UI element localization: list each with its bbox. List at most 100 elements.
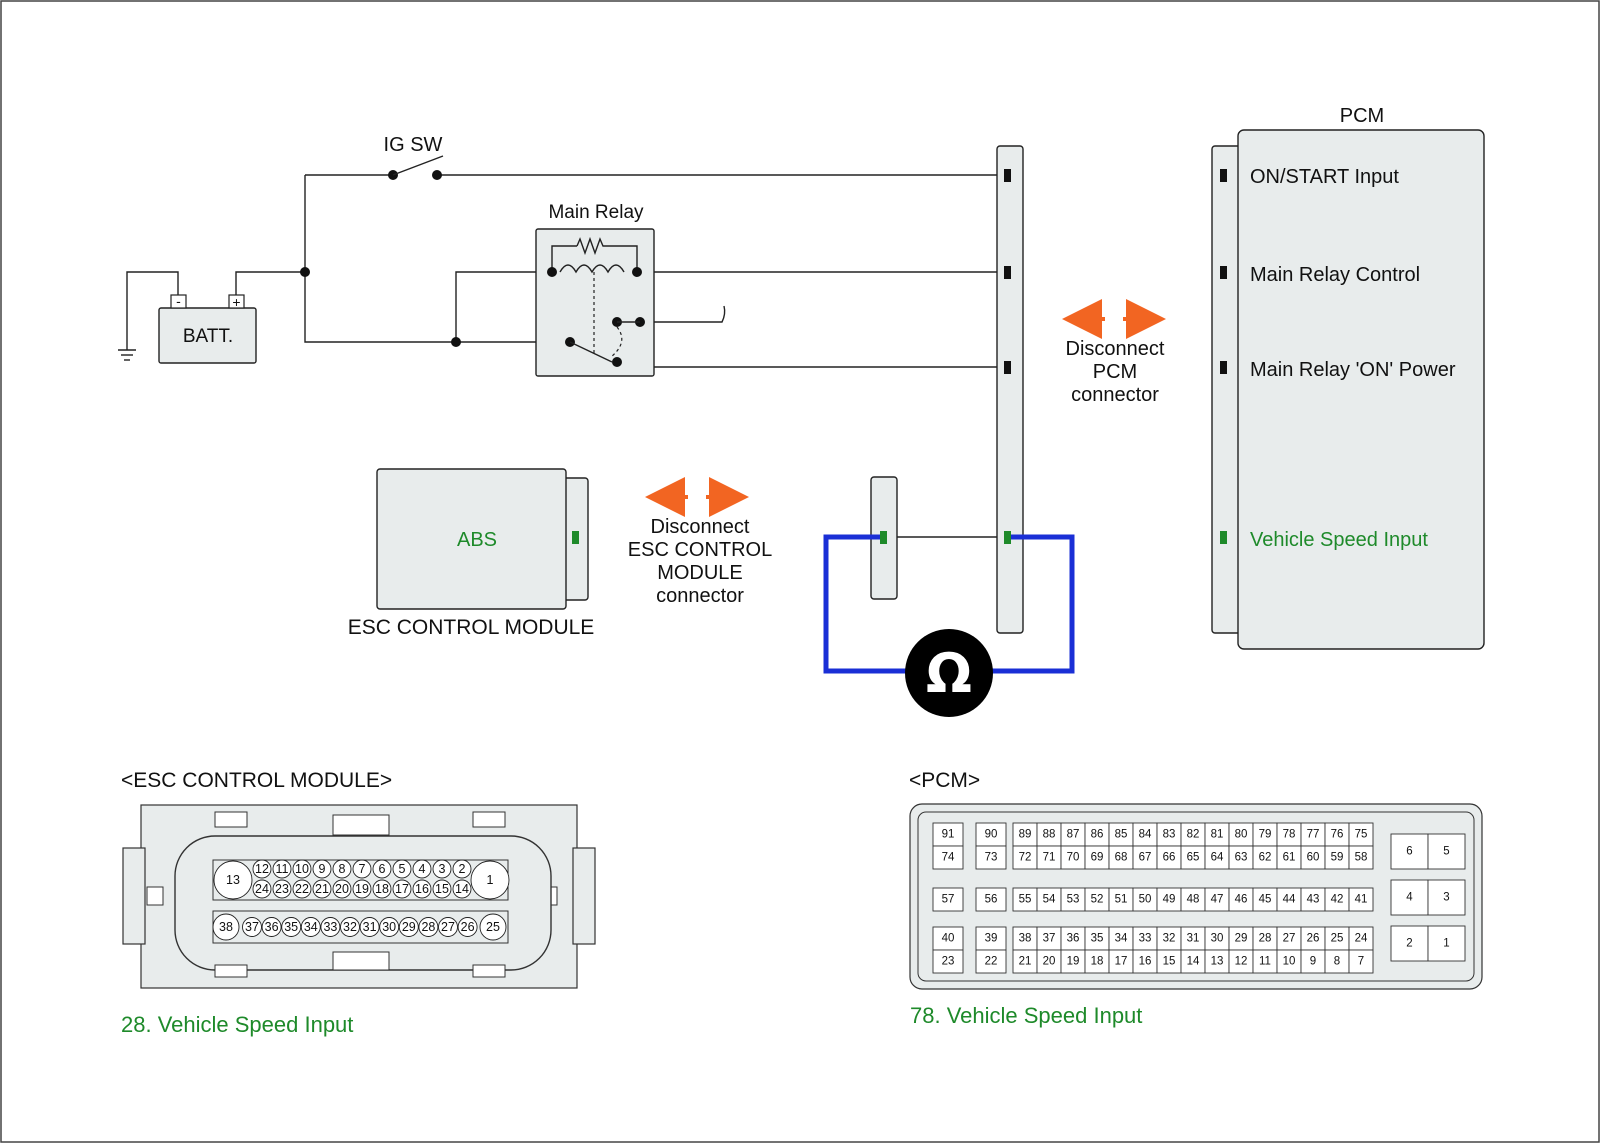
pcm-pin-label: 2 — [1406, 938, 1412, 950]
esc-pin-label: 4 — [419, 862, 426, 876]
esc-pin-label: 29 — [402, 920, 416, 934]
pcm-harness-connector — [996, 145, 1024, 634]
pcm-input-on-start: ON/START Input — [1250, 166, 1399, 188]
esc-pin — [272, 879, 292, 899]
pcm-pin-label: 28 — [1259, 933, 1272, 945]
esc-pin-label: 12 — [255, 862, 269, 876]
esc-pin-label: 23 — [275, 882, 289, 896]
pcm-pin-label: 15 — [1163, 956, 1176, 968]
pcm-pin-label: 14 — [1187, 956, 1200, 968]
pcm-connector-caption: 78. Vehicle Speed Input — [910, 1003, 1142, 1028]
pcm-pin-label: 64 — [1211, 852, 1224, 864]
esc-pin-label: 32 — [343, 920, 357, 934]
main-relay: Main Relay — [535, 202, 655, 377]
pcm-pin-label: 16 — [1139, 956, 1152, 968]
esc-pin-label: 36 — [265, 920, 279, 934]
pcm-title: PCM — [1340, 105, 1384, 127]
battery-pos-label: + — [232, 294, 240, 310]
esc-pin — [252, 859, 272, 879]
esc-pin — [300, 917, 321, 937]
esc-pin — [312, 859, 332, 879]
esc-pin — [352, 859, 372, 879]
svg-text:Disconnect: Disconnect — [1066, 338, 1165, 360]
pcm-pin-label: 33 — [1139, 933, 1152, 945]
esc-pin-label: 7 — [359, 862, 366, 876]
pcm-pin-label: 82 — [1187, 829, 1200, 841]
esc-connector-title: <ESC CONTROL MODULE> — [121, 769, 392, 792]
esc-pin — [272, 859, 292, 879]
pcm-pin-label: 22 — [985, 956, 998, 968]
esc-pin-label: 27 — [441, 920, 455, 934]
esc-pin — [470, 860, 510, 900]
pcm-pin — [1427, 833, 1466, 870]
esc-pin-label: 38 — [219, 920, 233, 934]
esc-pin-label: 16 — [415, 882, 429, 896]
pcm-pin-label: 68 — [1115, 852, 1128, 864]
pcm-pin-label: 9 — [1310, 956, 1316, 968]
pcm-pin-label: 76 — [1331, 829, 1344, 841]
pcm-pin-label: 24 — [1355, 933, 1368, 945]
pcm-pin-label: 72 — [1019, 852, 1032, 864]
pcm-pin-label: 78 — [1283, 829, 1296, 841]
pcm-pin-label: 30 — [1211, 933, 1224, 945]
pcm-pin-label: 43 — [1307, 894, 1320, 906]
esc-pin-label: 11 — [276, 862, 289, 876]
pcm-pin-label: 1 — [1443, 938, 1449, 950]
esc-pin-label: 21 — [315, 882, 329, 896]
pcm-pin-label: 36 — [1067, 933, 1080, 945]
esc-pin-label: 2 — [459, 862, 466, 876]
junction-dot — [451, 337, 461, 347]
pcm-pin-label: 71 — [1043, 852, 1056, 864]
esc-inner-label: ABS — [457, 529, 497, 551]
esc-pin — [432, 879, 452, 899]
pcm-pin-label: 20 — [1043, 956, 1056, 968]
esc-pin-label: 15 — [435, 882, 449, 896]
pcm-pin — [1348, 949, 1374, 974]
pcm-pin-label: 12 — [1235, 956, 1248, 968]
esc-pin-label: 9 — [319, 862, 326, 876]
pcm-pin-label: 67 — [1139, 852, 1152, 864]
pcm-pin-label: 41 — [1355, 894, 1368, 906]
pcm-pin-label: 25 — [1331, 933, 1344, 945]
svg-text:connector: connector — [656, 585, 744, 607]
esc-pin — [379, 917, 400, 937]
esc-pin — [438, 917, 458, 937]
esc-pin — [418, 917, 439, 937]
pcm-pin-label: 34 — [1115, 933, 1128, 945]
pcm-pin — [932, 949, 964, 974]
esc-pin-label: 33 — [323, 920, 337, 934]
pcm-pin-label: 87 — [1067, 829, 1080, 841]
pcm-pin-label: 85 — [1115, 829, 1128, 841]
pcm-pin-label: 40 — [942, 933, 955, 945]
esc-control-module: ABS ESC CONTROL MODULE — [348, 468, 594, 639]
esc-pin — [412, 859, 432, 879]
pcm-pin-label: 44 — [1283, 894, 1296, 906]
esc-pin — [457, 917, 478, 937]
pcm-pin-label: 84 — [1139, 829, 1152, 841]
esc-pin — [479, 913, 507, 941]
pcm-pin-label: 81 — [1211, 829, 1224, 841]
pcm-pin-label: 50 — [1139, 894, 1152, 906]
pcm-pin — [975, 845, 1007, 870]
pcm-pin-label: 79 — [1259, 829, 1272, 841]
esc-pin-label: 28 — [421, 920, 435, 934]
esc-pin-label: 6 — [379, 862, 386, 876]
pcm-input-main-relay-power: Main Relay 'ON' Power — [1250, 359, 1456, 381]
svg-text:Disconnect: Disconnect — [651, 516, 750, 538]
pcm-pin-label: 46 — [1235, 894, 1248, 906]
pcm-pin — [1427, 879, 1466, 916]
esc-pin — [320, 917, 341, 937]
pcm-pin-label: 35 — [1091, 933, 1104, 945]
pcm-pin-label: 45 — [1259, 894, 1272, 906]
pcm-pin-label: 86 — [1091, 829, 1104, 841]
esc-pin-label: 5 — [399, 862, 406, 876]
ig-switch: IG SW — [384, 134, 444, 180]
pcm-pin-label: 3 — [1443, 892, 1449, 904]
esc-pin-label: 24 — [255, 882, 269, 896]
pcm-pin — [1348, 845, 1374, 870]
pcm-module: PCM ON/START Input Main Relay Control Ma… — [1211, 105, 1485, 650]
ig-switch-label: IG SW — [384, 134, 443, 156]
battery: BATT. - + — [158, 293, 257, 364]
